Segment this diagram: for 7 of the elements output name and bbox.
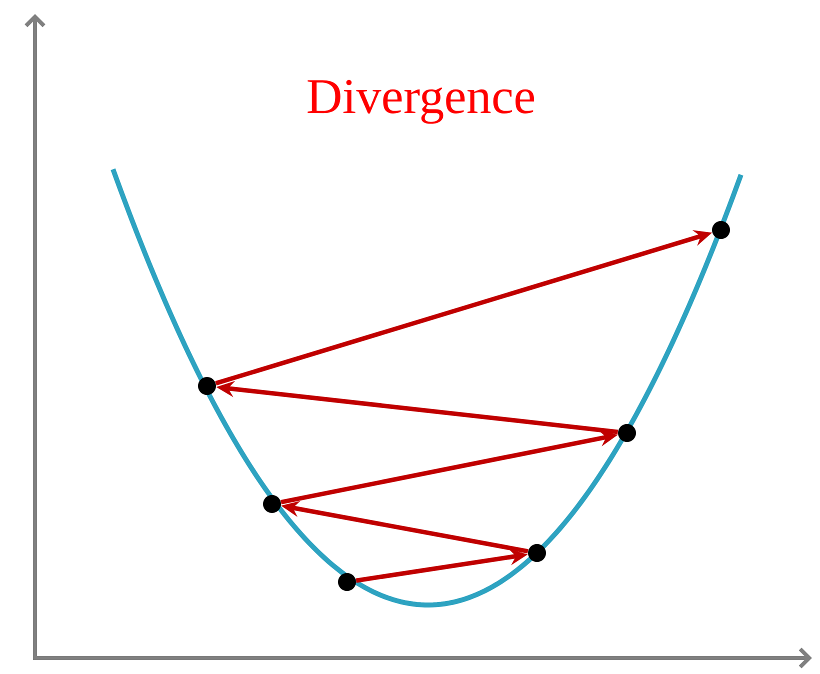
- point-dot: [528, 544, 546, 562]
- point-dot: [198, 376, 216, 395]
- point-dot: [263, 494, 281, 513]
- chart-title: Divergence: [308, 80, 534, 124]
- point-dot: [338, 572, 356, 591]
- point-dot: [618, 424, 636, 442]
- point-dot: [712, 221, 730, 239]
